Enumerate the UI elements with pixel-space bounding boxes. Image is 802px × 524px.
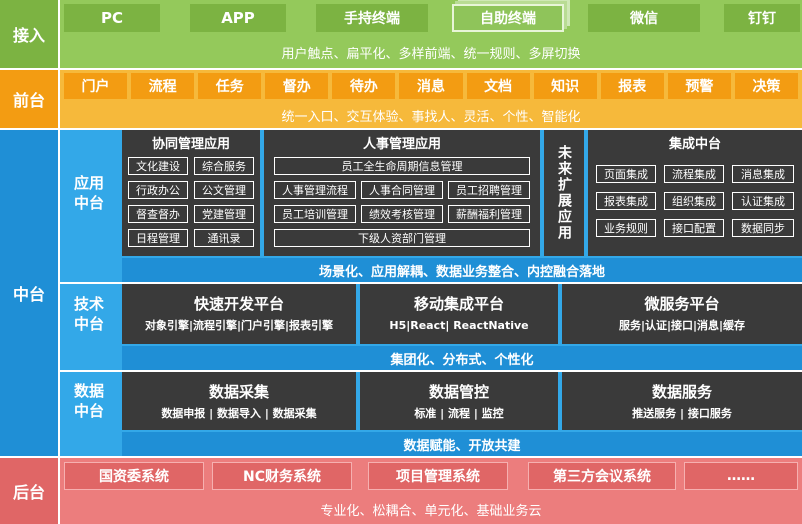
hr-item[interactable]: 员工招聘管理 <box>448 181 530 199</box>
front-item[interactable]: 消息 <box>399 73 463 99</box>
data-collection-sub: 数据申报 | 数据导入 | 数据采集 <box>161 407 317 420</box>
integration-item[interactable]: 认证集成 <box>732 192 794 210</box>
data-collection[interactable]: 数据采集 数据申报 | 数据导入 | 数据采集 <box>122 372 356 430</box>
front-item[interactable]: 任务 <box>198 73 262 99</box>
front-item[interactable]: 预警 <box>667 73 731 99</box>
integration-item[interactable]: 业务规则 <box>596 219 656 237</box>
integration-item[interactable]: 接口配置 <box>664 219 724 237</box>
hr-bottom-item[interactable]: 下级人资部门管理 <box>274 229 530 247</box>
back-item-meeting[interactable]: 第三方会议系统 <box>528 462 676 490</box>
collab-item[interactable]: 行政办公 <box>128 181 188 199</box>
back-item-nc-finance[interactable]: NC财务系统 <box>212 462 352 490</box>
data-platform: 数据中台 数据采集 数据申报 | 数据导入 | 数据采集 数据管控 标准 | 流… <box>60 372 802 456</box>
app-platform-label: 应用中台 <box>73 174 104 212</box>
back-layer: 国资委系统 NC财务系统 项目管理系统 第三方会议系统 …… 专业化、松耦合、单… <box>60 458 802 524</box>
hr-item[interactable]: 人事合同管理 <box>361 181 443 199</box>
data-collection-title: 数据采集 <box>208 382 269 401</box>
data-service-sub: 推送服务 | 接口服务 <box>632 407 732 420</box>
integration-panel: 集成中台 页面集成 流程集成 消息集成 报表集成 组织集成 认证集成 业务规则 … <box>588 130 802 256</box>
front-item[interactable]: 督办 <box>265 73 329 99</box>
integration-item[interactable]: 报表集成 <box>596 192 656 210</box>
back-summary: 专业化、松耦合、单元化、基础业务云 <box>320 503 542 519</box>
tech-platform-label: 技术中台 <box>73 295 104 333</box>
front-item[interactable]: 文档 <box>466 73 530 99</box>
integration-item[interactable]: 消息集成 <box>732 165 794 183</box>
data-summary: 数据赋能、开放共建 <box>122 432 802 456</box>
access-item-kiosk[interactable]: 自助终端 <box>452 4 564 32</box>
microservice-title: 微服务平台 <box>644 294 720 313</box>
data-governance-sub: 标准 | 流程 | 监控 <box>414 407 504 420</box>
integration-title: 集成中台 <box>668 136 721 152</box>
microservice-platform[interactable]: 微服务平台 服务|认证|接口|消息|缓存 <box>562 284 802 344</box>
hr-panel: 人事管理应用 员工全生命周期信息管理 人事管理流程 人事合同管理 员工招聘管理 … <box>264 130 540 256</box>
mobile-integration-title: 移动集成平台 <box>413 294 504 313</box>
hr-item[interactable]: 薪酬福利管理 <box>448 205 530 223</box>
front-item[interactable]: 报表 <box>600 73 664 99</box>
rapid-dev-platform[interactable]: 快速开发平台 对象引擎|流程引擎|门户引擎|报表引擎 <box>122 284 356 344</box>
back-item-more[interactable]: …… <box>684 462 798 490</box>
back-item-sasac[interactable]: 国资委系统 <box>64 462 204 490</box>
integration-item[interactable]: 组织集成 <box>664 192 724 210</box>
collab-item[interactable]: 文化建设 <box>128 157 188 175</box>
rapid-dev-sub: 对象引擎|流程引擎|门户引擎|报表引擎 <box>144 319 334 332</box>
collab-panel: 协同管理应用 文化建设 综合服务 行政办公 公文管理 督查督办 党建管理 日程管… <box>122 130 260 256</box>
front-summary: 统一入口、交互体验、事找人、灵活、个性、智能化 <box>281 109 581 125</box>
data-governance-title: 数据管控 <box>428 382 489 401</box>
collab-item[interactable]: 公文管理 <box>194 181 254 199</box>
access-item-app[interactable]: APP <box>190 4 286 32</box>
tech-summary: 集团化、分布式、个性化 <box>122 346 802 370</box>
data-governance[interactable]: 数据管控 标准 | 流程 | 监控 <box>360 372 558 430</box>
microservice-sub: 服务|认证|接口|消息|缓存 <box>618 319 746 332</box>
integration-item[interactable]: 数据同步 <box>732 219 794 237</box>
integration-item[interactable]: 流程集成 <box>664 165 724 183</box>
front-item[interactable]: 决策 <box>734 73 798 99</box>
back-item-project[interactable]: 项目管理系统 <box>368 462 508 490</box>
data-platform-label: 数据中台 <box>73 382 104 420</box>
collab-item[interactable]: 综合服务 <box>194 157 254 175</box>
access-item-handheld[interactable]: 手持终端 <box>316 4 428 32</box>
rapid-dev-title: 快速开发平台 <box>193 294 284 313</box>
access-layer: PC APP 手持终端 自助终端 微信 钉钉 用户触点、扁平化、多样前端、统一规… <box>60 0 802 68</box>
front-item[interactable]: 流程 <box>131 73 195 99</box>
collab-title: 协同管理应用 <box>151 136 230 152</box>
future-label: 未来扩展应用 <box>556 145 572 241</box>
front-layer-label: 前台 <box>0 70 58 128</box>
app-summary: 场景化、应用解耦、数据业务整合、内控融合落地 <box>122 258 802 282</box>
collab-item[interactable]: 通讯录 <box>194 229 254 247</box>
back-layer-label: 后台 <box>0 458 58 524</box>
collab-item[interactable]: 党建管理 <box>194 205 254 223</box>
tech-platform: 技术中台 快速开发平台 对象引擎|流程引擎|门户引擎|报表引擎 移动集成平台 H… <box>60 284 802 370</box>
mobile-integration-sub: H5|React| ReactNative <box>389 318 529 332</box>
mobile-integration-platform[interactable]: 移动集成平台 H5|React| ReactNative <box>360 284 558 344</box>
front-item[interactable]: 待办 <box>332 73 396 99</box>
app-platform: 应用中台 协同管理应用 文化建设 综合服务 行政办公 公文管理 督查督办 党建管… <box>60 130 802 282</box>
access-item-pc[interactable]: PC <box>64 4 160 32</box>
hr-item[interactable]: 绩效考核管理 <box>361 205 443 223</box>
data-service-title: 数据服务 <box>651 382 712 401</box>
future-panel: 未来扩展应用 <box>544 130 584 256</box>
hr-item[interactable]: 员工培训管理 <box>274 205 356 223</box>
hr-top-item[interactable]: 员工全生命周期信息管理 <box>274 157 530 175</box>
access-item-wechat[interactable]: 微信 <box>588 4 700 32</box>
hr-item[interactable]: 人事管理流程 <box>274 181 356 199</box>
integration-item[interactable]: 页面集成 <box>596 165 656 183</box>
access-summary: 用户触点、扁平化、多样前端、统一规则、多屏切换 <box>281 46 581 62</box>
access-layer-label: 接入 <box>0 0 58 68</box>
middle-layer-label: 中台 <box>0 130 58 456</box>
hr-title: 人事管理应用 <box>362 136 441 152</box>
front-item[interactable]: 知识 <box>533 73 597 99</box>
collab-item[interactable]: 督查督办 <box>128 205 188 223</box>
collab-item[interactable]: 日程管理 <box>128 229 188 247</box>
data-service[interactable]: 数据服务 推送服务 | 接口服务 <box>562 372 802 430</box>
access-item-dingtalk[interactable]: 钉钉 <box>724 4 800 32</box>
front-item[interactable]: 门户 <box>64 73 128 99</box>
front-layer: 统一入口、交互体验、事找人、灵活、个性、智能化 门户流程任务督办待办消息文档知识… <box>60 70 802 128</box>
